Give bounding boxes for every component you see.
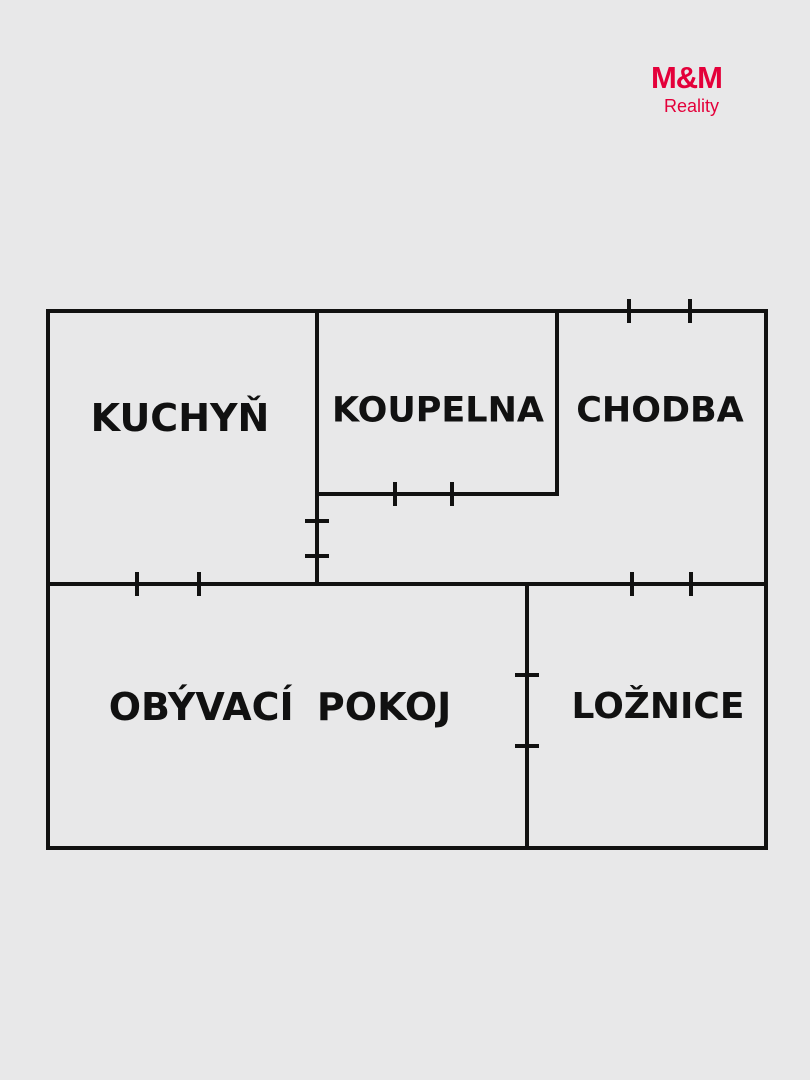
room-label-bedroom: LOŽNICE [571, 686, 745, 727]
brand-logo: M&M Reality [622, 60, 723, 117]
outer-wall [46, 309, 768, 850]
room-label-living-room: OBÝVACÍ POKOJ [108, 685, 452, 729]
room-label-bathroom: KOUPELNA [332, 390, 544, 431]
room-label-hallway: CHODBA [576, 390, 744, 431]
brand-logo-main: M&M [650, 60, 723, 95]
room-label-kitchen: KUCHYŇ [90, 396, 270, 440]
brand-logo-sub: Reality [663, 96, 719, 116]
